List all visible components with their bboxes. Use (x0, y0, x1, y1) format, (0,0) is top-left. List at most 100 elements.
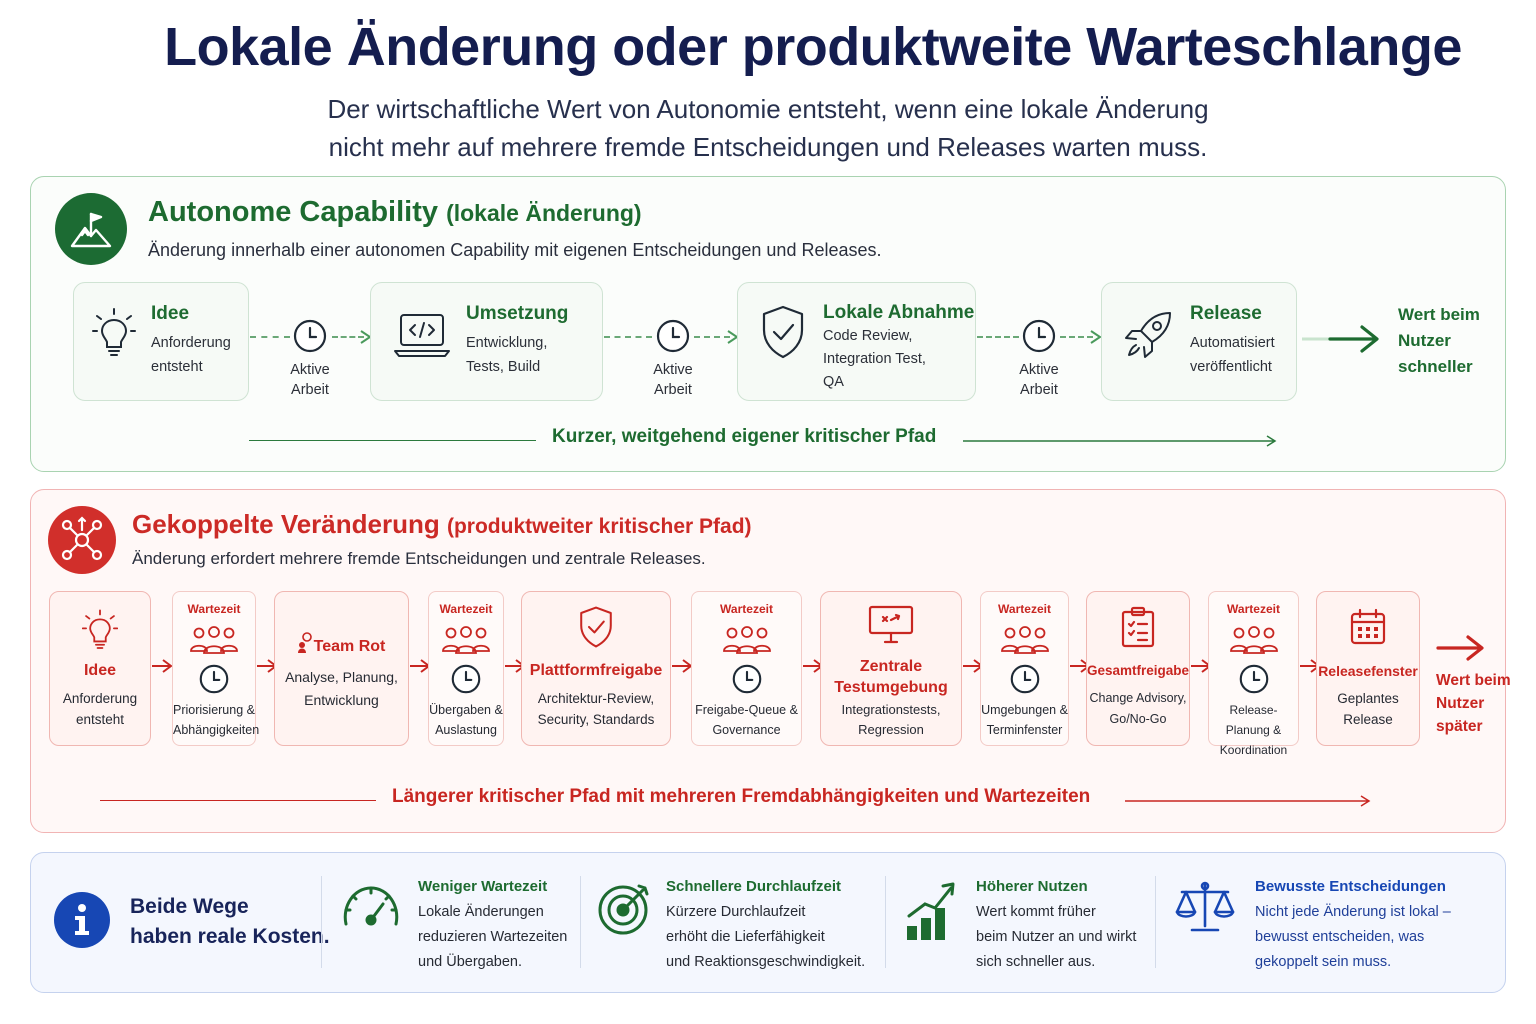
clock-icon (451, 664, 481, 699)
benefit-desc-line: bewusst entscheiden, was (1255, 929, 1425, 945)
page-title: Lokale Änderung oder produktweite Wartes… (164, 17, 1462, 77)
wait-label: Wartezeit (439, 602, 493, 616)
wait-label: Wartezeit (1227, 602, 1280, 616)
clock-icon (656, 319, 690, 353)
benefit-description: Wert kommt früher beim Nutzer an und wir… (976, 900, 1136, 975)
step-desc-line: Tests, Build (466, 359, 541, 375)
wait-box: Wartezeit Priorisierung & Abhängigkeiten (172, 591, 259, 746)
step-title: Gesamtfreigabe (1087, 663, 1190, 678)
dashed-connector (332, 336, 364, 338)
step-title-line: Zentrale (859, 658, 923, 675)
wait-desc-line: Übergaben & (429, 703, 503, 717)
wait-description: Release-Planung & Koordination (1209, 700, 1298, 760)
subtitle-line-2: nicht mehr auf mehrere fremde Entscheidu… (328, 132, 1208, 162)
dashed-connector (977, 336, 1019, 338)
subtitle-line-1: Der wirtschaftliche Wert von Autonomie e… (327, 94, 1209, 124)
clock-icon (1010, 664, 1040, 699)
step-desc-line: Change Advisory, (1089, 691, 1187, 705)
coupled-result: Wert beim Nutzer später (1436, 669, 1511, 738)
lightbulb-icon (92, 307, 136, 364)
step-desc-line: Code Review, (823, 328, 913, 344)
wait-desc-line: Umgebungen & (981, 703, 1068, 717)
laptop-code-icon (393, 313, 451, 364)
wait-box: Wartezeit Freigabe-Queue & Governance (691, 591, 802, 746)
connector-label-line: Arbeit (1020, 382, 1058, 398)
benefit-title: Weniger Wartezeit (418, 878, 548, 895)
step-desc-line: Entwicklung, (466, 335, 548, 351)
benefit-desc-line: gekoppelt sein muss. (1255, 954, 1392, 970)
benefit-desc-line: und Reaktionsgeschwindigkeit. (666, 954, 866, 970)
coupled-step-plattformfreigabe: Plattformfreigabe Architektur-Review, Se… (521, 591, 671, 746)
people-icon (1228, 625, 1280, 660)
step-title: Umsetzung (466, 303, 569, 324)
step-title: Zentrale Testumgebung (821, 656, 961, 698)
step-title: Releasefenster (1318, 663, 1418, 679)
calendar-icon (1349, 608, 1387, 651)
benefit-desc-line: Nicht jede Änderung ist lokal – (1255, 904, 1451, 920)
benefit-desc-line: Kürzere Durchlaufzeit (666, 904, 806, 920)
step-desc-line: veröffentlicht (1190, 359, 1272, 375)
mountain-flag-icon (55, 193, 127, 265)
autonomous-step-release: Release Automatisiert veröffentlicht (1101, 282, 1297, 401)
step-description: Integrationstests, Regression (821, 700, 961, 740)
rocket-icon (1122, 309, 1174, 366)
shield-check-icon (578, 606, 614, 653)
divider (1155, 876, 1156, 968)
wait-box: Wartezeit Release-Planung & Koordination (1208, 591, 1299, 757)
connector-label-line: Aktive (653, 362, 693, 378)
connector-label-line: Arbeit (654, 382, 692, 398)
clock-icon (1022, 319, 1056, 353)
wait-description: Freigabe-Queue & Governance (692, 700, 801, 740)
result-line: Nutzer (1398, 331, 1451, 350)
step-desc-line: Go/No-Go (1109, 712, 1167, 726)
arrow-icon (672, 659, 693, 673)
summary-headline-line: Beide Wege (130, 895, 249, 918)
step-title-line: Testumgebung (834, 679, 948, 696)
coupled-description: Änderung erfordert mehrere fremde Entsch… (132, 549, 706, 568)
coupled-step-team-rot: Team Rot Analyse, Planung, Entwicklung (274, 591, 409, 746)
coupled-step-zentrale-testumgebung: Zentrale Testumgebung Integrationstests,… (820, 591, 962, 746)
summary-panel (30, 852, 1506, 993)
wait-desc-line: Release-Planung & (1225, 703, 1282, 737)
wait-desc-line: Governance (712, 723, 781, 737)
result-line: schneller (1398, 357, 1473, 376)
step-title: Plattformfreigabe (529, 662, 663, 679)
autonomous-title: Autonome Capability (lokale Änderung) (148, 196, 642, 229)
step-desc-line: QA (823, 374, 844, 390)
benefit-description: Lokale Änderungen reduzieren Wartezeiten… (418, 900, 567, 975)
wait-desc-line: Freigabe-Queue & (695, 703, 798, 717)
step-description: Architektur-Review, Security, Standards (522, 688, 670, 730)
connector-label: Aktive Arbeit (1004, 360, 1074, 400)
summary-headline-line: haben reale Kosten. (130, 925, 330, 948)
wait-desc-line: Priorisierung & (173, 703, 255, 717)
step-title: Team Rot (275, 632, 408, 659)
network-hub-icon (48, 506, 116, 574)
arrowhead-icon (1090, 330, 1102, 344)
result-line: später (1436, 718, 1483, 735)
step-desc-line: Security, Standards (537, 712, 655, 727)
dashed-connector (694, 336, 730, 338)
benefit-desc-line: beim Nutzer an und wirkt (976, 929, 1137, 945)
autonomous-title-main: Autonome Capability (148, 196, 439, 228)
step-desc-line: Anforderung (151, 335, 231, 351)
summary-headline: Beide Wege haben reale Kosten. (130, 892, 330, 952)
divider (885, 876, 886, 968)
shield-check-icon (760, 305, 806, 364)
arrow-icon (152, 659, 173, 673)
step-description: Change Advisory, Go/No-Go (1087, 688, 1189, 730)
result-line: Nutzer (1436, 695, 1485, 712)
autonomous-title-paren: (lokale Änderung) (446, 200, 642, 226)
wait-box: Wartezeit Umgebungen & Terminfenster (980, 591, 1069, 746)
benefit-title: Schnellere Durchlaufzeit (666, 878, 842, 895)
step-title: Idee (83, 662, 116, 679)
step-description: Entwicklung, Tests, Build (466, 331, 547, 379)
autonomous-step-lokale-abnahme: Lokale Abnahme Code Review, Integration … (737, 282, 976, 401)
coupled-step-releasefenster: Releasefenster Geplantes Release (1316, 591, 1420, 746)
divider (580, 876, 581, 968)
step-desc-line: Analyse, Planung, (285, 669, 398, 685)
benefit-desc-line: Lokale Änderungen (418, 904, 544, 920)
step-title: Release (1190, 303, 1262, 324)
step-desc-line: entsteht (75, 712, 125, 727)
step-description: Analyse, Planung, Entwicklung (275, 666, 408, 712)
lightbulb-icon (81, 608, 119, 657)
